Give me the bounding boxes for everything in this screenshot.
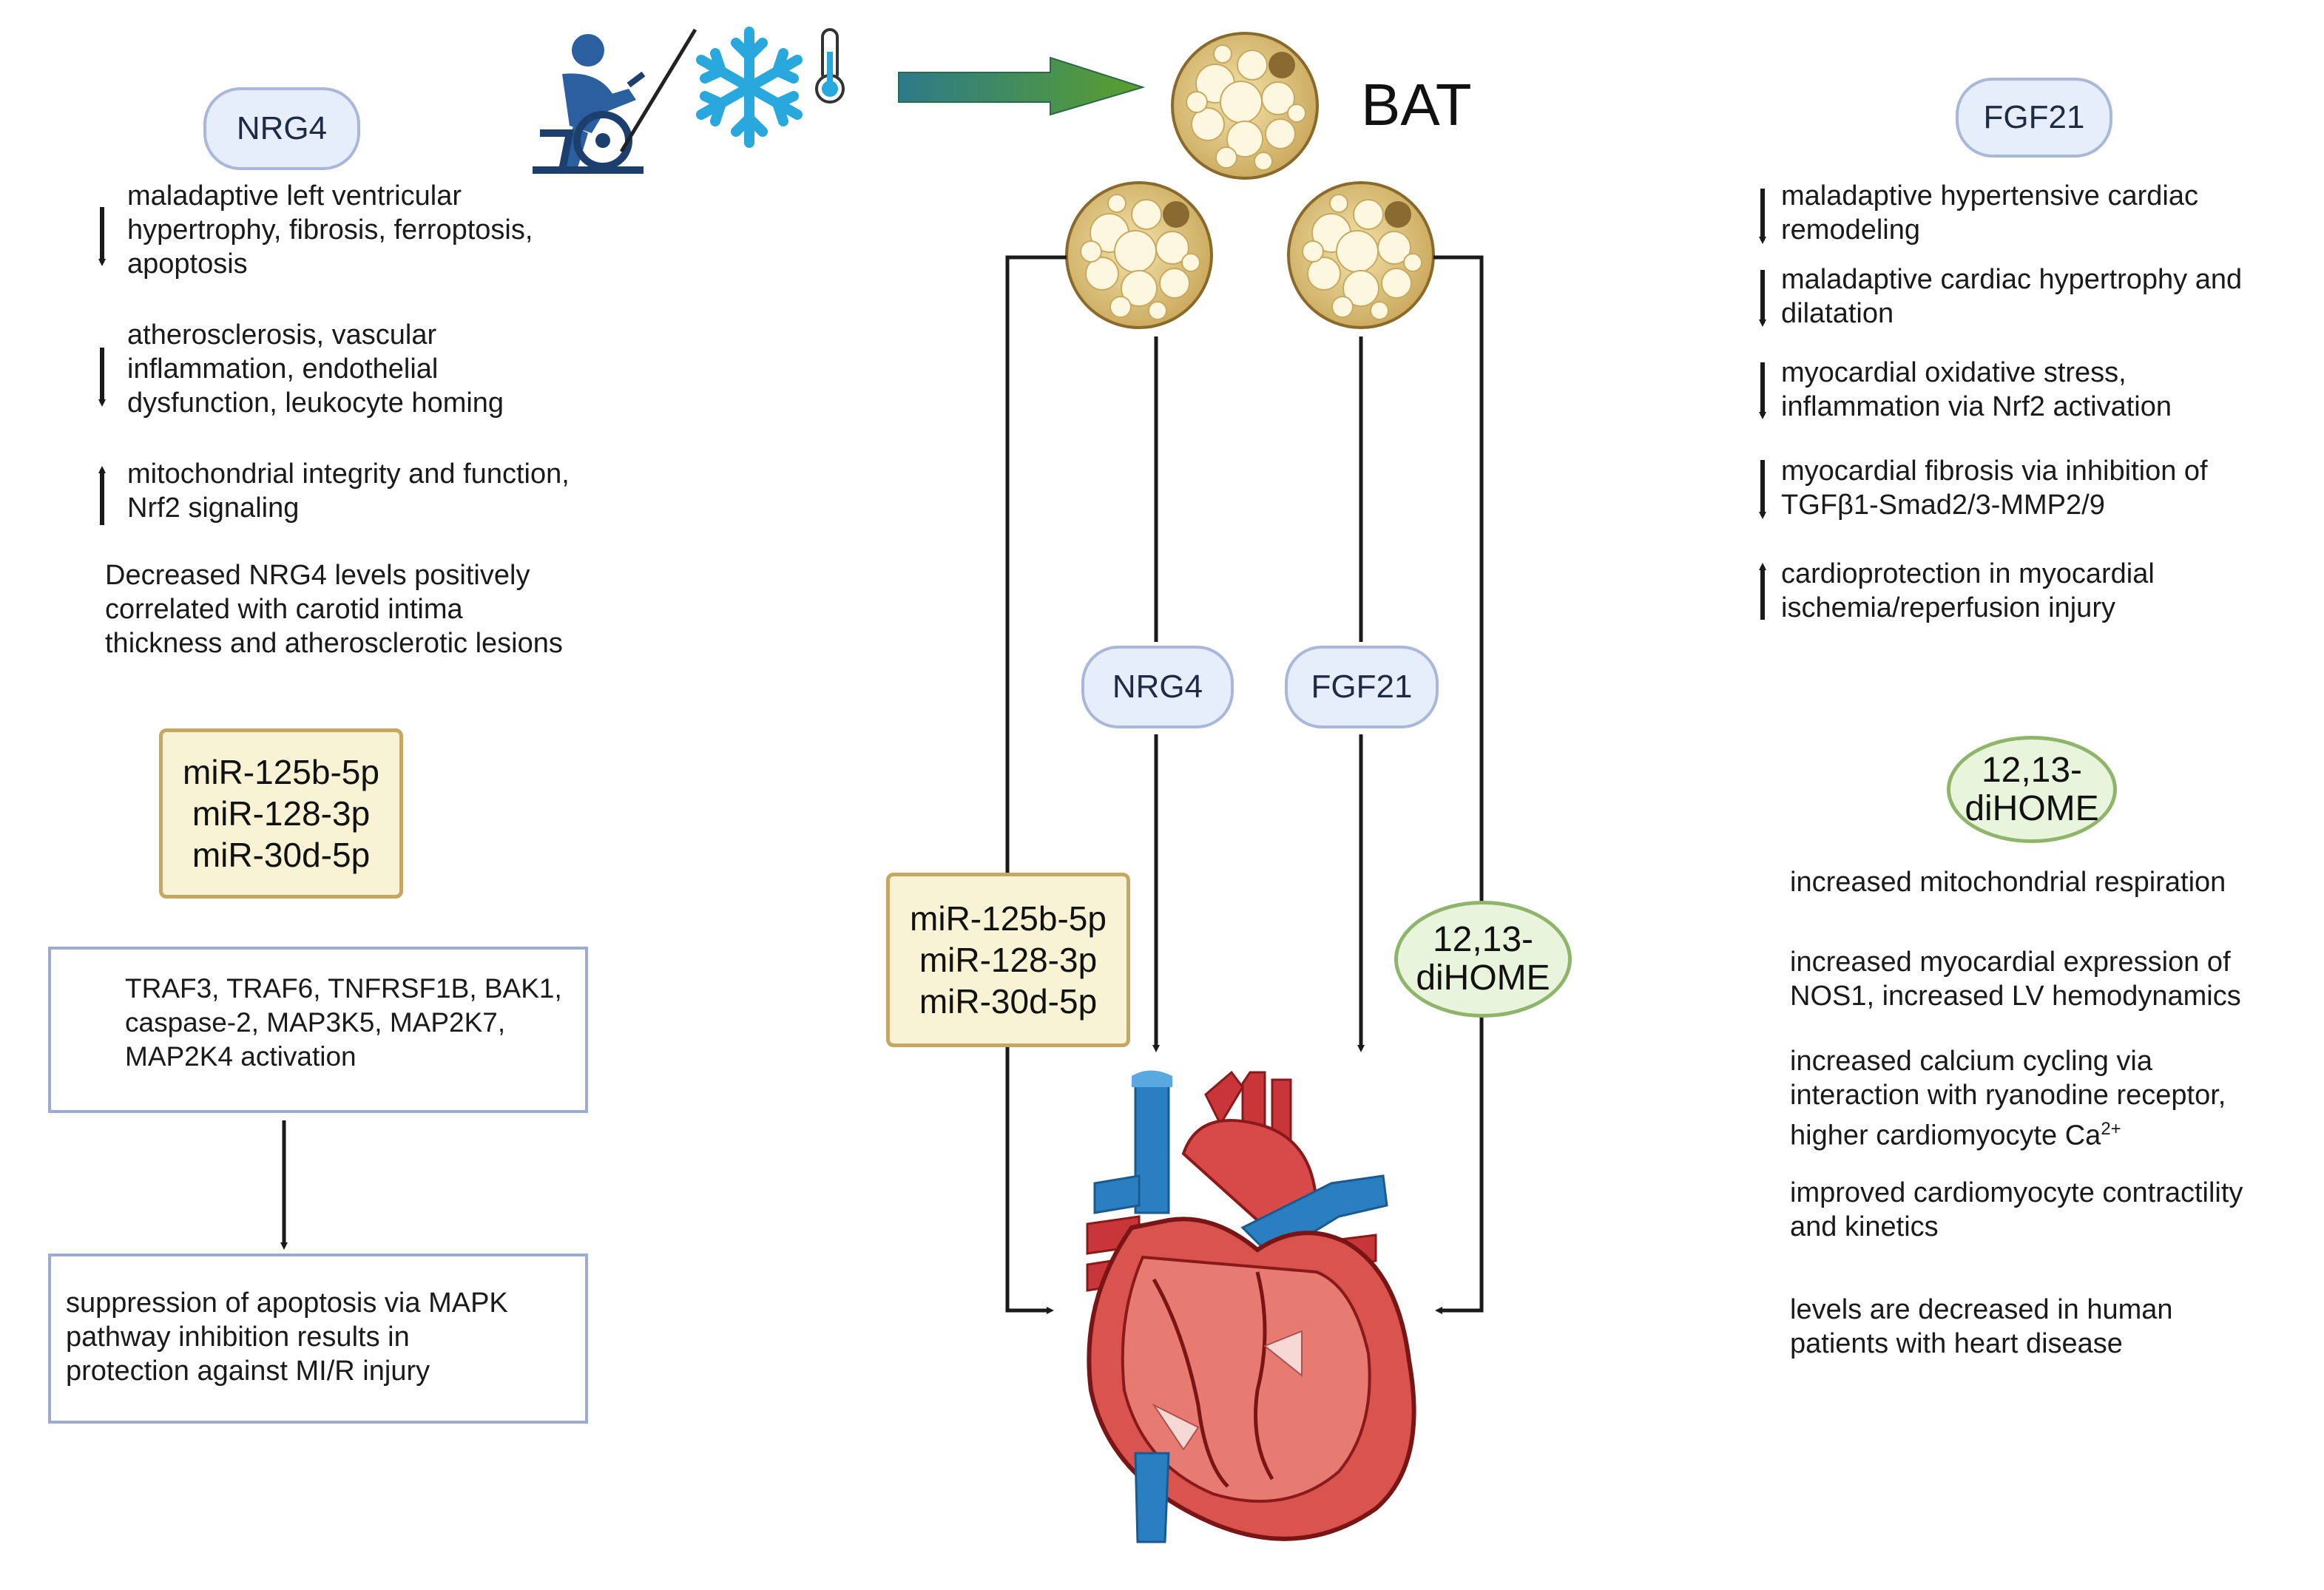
stimulus-to-bat-arrow — [898, 56, 1146, 116]
left-effect-text: atherosclerosis, vascular inflammation, … — [127, 319, 504, 419]
brown-fat-cell-icon — [1065, 181, 1213, 329]
mirna-item: miR-128-3p — [919, 941, 1098, 979]
dihome-effect-text: improved cardiomyocyte contractility and… — [1790, 1177, 2243, 1242]
thermometer-icon — [815, 28, 845, 104]
left-nrg4-pill: NRG4 — [203, 87, 360, 170]
center-mirna-box: miR-125b-5p miR-128-3p miR-30d-5p — [886, 873, 1130, 1047]
bat-label: BAT — [1361, 72, 1472, 138]
dihome-effect-text: increased calcium cycling via interactio… — [1790, 1044, 2323, 1153]
right-effect-text: maladaptive cardiac hypertrophy and dila… — [1781, 264, 2243, 329]
mirna-item: miR-128-3p — [192, 794, 371, 833]
dihome-effect-text: increased mitochondrial respiration — [1790, 867, 2226, 898]
heart-illustration — [1086, 1070, 1416, 1543]
left-targets-text: TRAF3, TRAF6, TNFRSF1B, BAK1, caspase-2,… — [125, 973, 562, 1072]
left-outcome-box: suppression of apoptosis via MAPK pathwa… — [48, 1254, 588, 1424]
right-effect-text: myocardial oxidative stress, inflammatio… — [1781, 357, 2172, 422]
right-effect-text: cardioprotection in myocardial ischemia/… — [1781, 558, 2155, 623]
dihome-effect-text: increased myocardial expression of NOS1,… — [1790, 947, 2241, 1012]
mirna-item: miR-125b-5p — [183, 753, 379, 791]
left-effect-text: mitochondrial integrity and function, Nr… — [127, 459, 570, 524]
slash-divider — [619, 28, 697, 153]
center-dihome-oval: 12,13- diHOME — [1394, 901, 1572, 1018]
center-nrg4-pill: NRG4 — [1081, 646, 1234, 728]
right-effect-text: myocardial fibrosis via inhibition of TG… — [1781, 456, 2208, 521]
mirna-item: miR-30d-5p — [919, 982, 1098, 1021]
connector-lines — [280, 255, 1484, 1314]
left-mirna-box: miR-125b-5p miR-128-3p miR-30d-5p — [159, 728, 403, 899]
left-outcome-text: suppression of apoptosis via MAPK pathwa… — [66, 1288, 508, 1387]
center-fgf21-pill: FGF21 — [1285, 646, 1439, 728]
brown-fat-cell-icon — [1287, 181, 1435, 329]
dihome-effect-text: levels are decreased in human patients w… — [1790, 1294, 2173, 1359]
cycling-person-icon — [533, 34, 646, 174]
snowflake-icon — [696, 27, 803, 148]
ca-superscript: 2+ — [2101, 1119, 2121, 1139]
left-note-text: Decreased NRG4 levels positively correla… — [105, 560, 563, 659]
left-effect-text: maladaptive left ventricular hypertrophy… — [127, 180, 533, 280]
right-effect-text: maladaptive hypertensive cardiac remodel… — [1781, 180, 2198, 246]
right-dihome-oval: 12,13- diHOME — [1947, 736, 2117, 843]
left-targets-box: TRAF3, TRAF6, TNFRSF1B, BAK1, caspase-2,… — [48, 947, 588, 1113]
calcium-cycling-text: increased calcium cycling via interactio… — [1790, 1046, 2226, 1151]
brown-fat-cell-icon — [1171, 32, 1319, 180]
mirna-item: miR-30d-5p — [192, 836, 371, 874]
mirna-item: miR-125b-5p — [910, 899, 1107, 938]
right-fgf21-pill: FGF21 — [1956, 78, 2112, 158]
